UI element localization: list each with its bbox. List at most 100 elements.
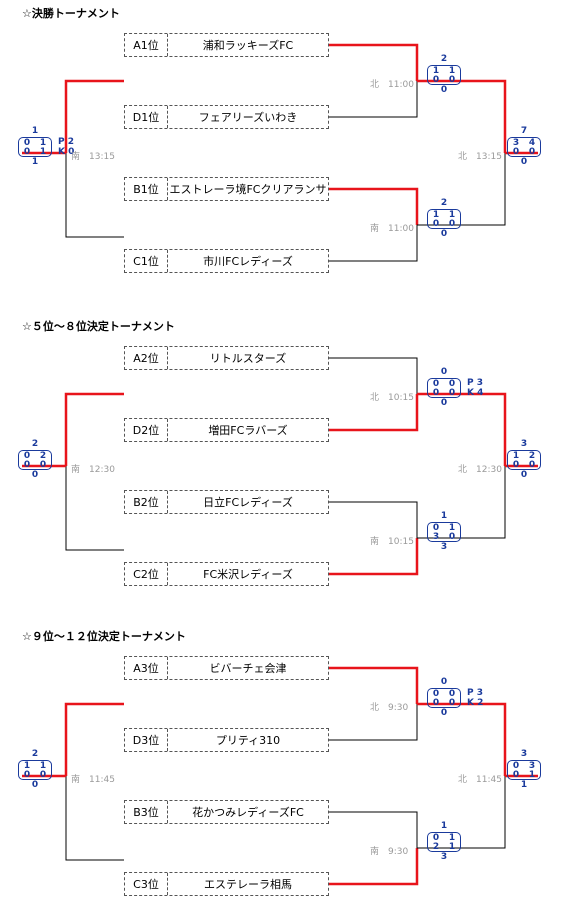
semi1-bottom-line [329, 394, 419, 432]
first-half-away: 1 [448, 523, 456, 533]
first-half-home: 1 [512, 451, 520, 461]
semi2-bottom-line [329, 225, 418, 262]
team-rank: D1位 [125, 106, 168, 128]
left-venue: 南 11:45 [71, 775, 115, 785]
team-box: C3位エステレーラ相馬 [124, 872, 329, 896]
semi1-bottom-line [329, 704, 418, 741]
semi2-top-line [329, 501, 418, 538]
final-bottom-line [417, 776, 506, 849]
first-half-total: 1 [440, 511, 448, 521]
second-half-total: 0 [31, 780, 39, 790]
second-half-total: 1 [520, 780, 528, 790]
second-half-total: 0 [440, 229, 448, 239]
semi1-top-line [329, 43, 419, 81]
first-half-home: 0 [432, 523, 440, 533]
first-half-away: 0 [448, 379, 456, 389]
team-box: A2位リトルスターズ [124, 346, 329, 370]
team-rank: C1位 [125, 250, 168, 272]
second-half-total: 3 [440, 852, 448, 862]
pk-label-1: P 3 [467, 378, 483, 388]
second-half-away: 0 [448, 698, 456, 708]
first-half-away: 1 [448, 66, 456, 76]
second-half-home: 0 [432, 75, 440, 85]
first-half-away: 1 [39, 761, 47, 771]
team-name: 日立FCレディーズ [203, 496, 293, 509]
first-half-home: 0 [432, 689, 440, 699]
team-name: 浦和ラッキーズFC [202, 39, 294, 52]
section-title: ☆９位～１２位決定トーナメント [22, 630, 186, 643]
semi2-top-line [329, 187, 419, 225]
second-half-total: 0 [440, 708, 448, 718]
semi1-venue: 北 10:15 [370, 393, 414, 403]
pk-label-1: P 3 [467, 688, 483, 698]
pk-label-1: P 2 [58, 137, 74, 147]
first-half-home: 1 [432, 66, 440, 76]
left-bottom-line [65, 153, 124, 238]
team-rank: B3位 [125, 801, 168, 823]
pk-label-2: K 0 [58, 147, 75, 157]
team-box: A1位 浦和ラッキーズFC [124, 33, 329, 57]
team-rank: B2位 [125, 491, 168, 513]
final-venue: 北 11:45 [458, 775, 502, 785]
second-half-home: 2 [432, 842, 440, 852]
team-box: D3位 プリティ310 [124, 728, 329, 752]
first-half-away: 3 [528, 761, 536, 771]
second-half-total: 0 [440, 85, 448, 95]
second-half-home: 0 [432, 388, 440, 398]
second-half-away: 0 [448, 532, 456, 542]
semi2-bottom-line [329, 848, 419, 886]
first-half-total: 7 [520, 126, 528, 136]
final-venue: 北 12:30 [458, 465, 502, 475]
second-half-home: 0 [512, 147, 520, 157]
second-half-total: 0 [440, 398, 448, 408]
first-half-home: 0 [432, 379, 440, 389]
first-half-total: 2 [31, 439, 39, 449]
semi1-venue: 北 11:00 [370, 80, 414, 90]
team-box: C1位 市川FCレディーズ [124, 249, 329, 273]
team-rank: D3位 [125, 729, 168, 751]
team-rank: A3位 [125, 657, 168, 679]
first-half-home: 1 [432, 210, 440, 220]
section-title: ☆決勝トーナメント [22, 7, 120, 20]
team-name: 市川FCレディーズ [203, 255, 293, 268]
team-box: B3位花かつみレディーズFC [124, 800, 329, 824]
second-half-away: 0 [39, 460, 47, 470]
second-half-home: 0 [432, 219, 440, 229]
first-half-total: 1 [31, 126, 39, 136]
team-name: プリティ310 [215, 734, 281, 747]
semi2-top-line [329, 811, 418, 848]
team-box: B1位エストレーラ境FCクリアランサ [124, 177, 329, 201]
semi1-venue: 北 9:30 [370, 703, 409, 713]
first-half-away: 2 [39, 451, 47, 461]
second-half-away: 0 [528, 460, 536, 470]
team-name: ビバーチェ会津 [209, 662, 287, 675]
second-half-home: 3 [432, 532, 440, 542]
final-top-line [417, 392, 507, 466]
second-half-home: 0 [512, 770, 520, 780]
first-half-home: 0 [23, 451, 31, 461]
second-half-away: 1 [39, 147, 47, 157]
second-half-home: 0 [23, 460, 31, 470]
team-rank: A1位 [125, 34, 168, 56]
first-half-away: 4 [528, 138, 536, 148]
first-half-away: 0 [448, 689, 456, 699]
first-half-away: 2 [528, 451, 536, 461]
